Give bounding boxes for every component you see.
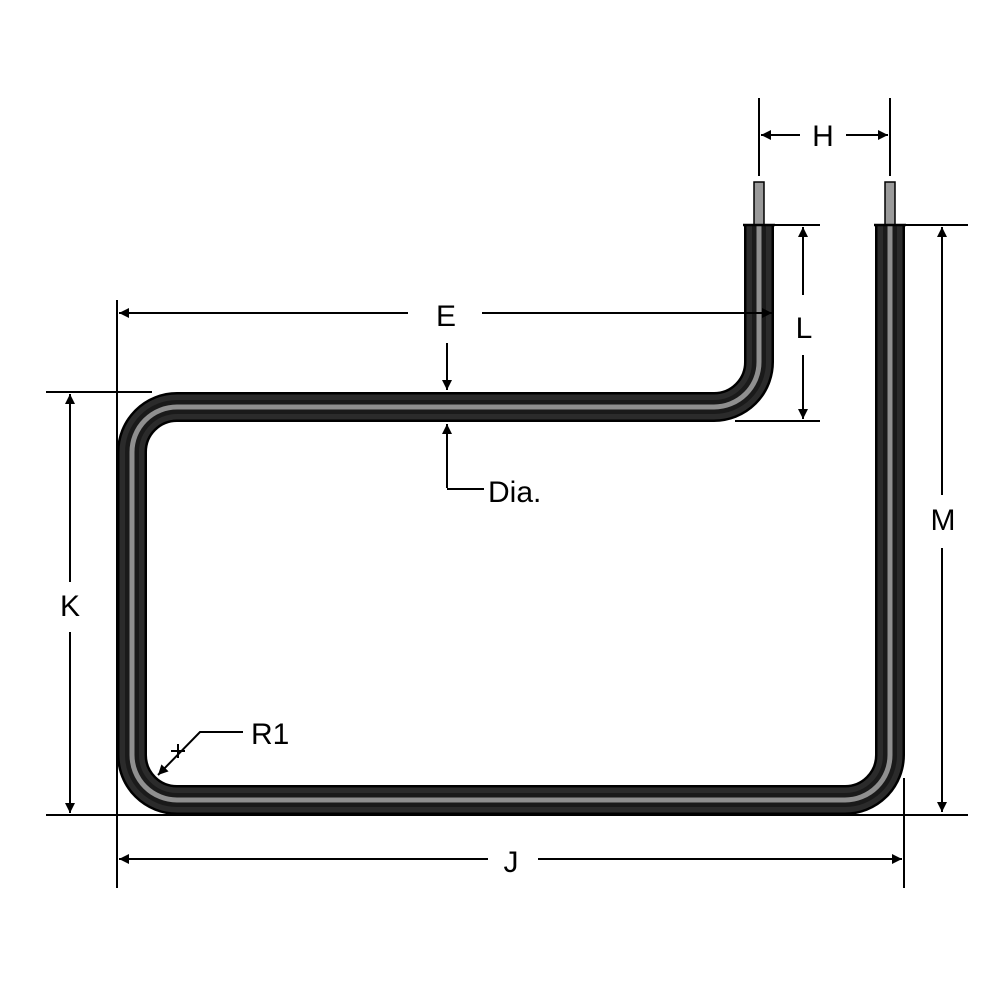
dimension-e: E (116, 300, 772, 888)
dimension-j: J (119, 778, 905, 888)
tube-inner-dark (125, 225, 897, 807)
tube-outline (117, 225, 905, 815)
tube-body (119, 225, 903, 813)
label-r1: R1 (251, 718, 289, 751)
dimension-h: H (758, 98, 891, 176)
tube-highlight (129, 225, 893, 803)
tube-element (117, 181, 906, 815)
terminal-right (884, 181, 896, 227)
label-l: L (796, 312, 813, 345)
terminal-left (753, 181, 765, 227)
label-h: H (812, 120, 834, 153)
label-j: J (504, 846, 519, 879)
label-k: K (60, 590, 80, 623)
dimension-l: L (735, 224, 820, 422)
label-e: E (436, 300, 456, 333)
dimension-r1: R1 (157, 718, 289, 776)
dimension-k: K (46, 391, 968, 816)
dimension-m: M (906, 224, 968, 812)
label-dia: Dia. (488, 476, 541, 509)
dimension-dia: Dia. (442, 343, 541, 509)
label-m: M (931, 504, 956, 537)
